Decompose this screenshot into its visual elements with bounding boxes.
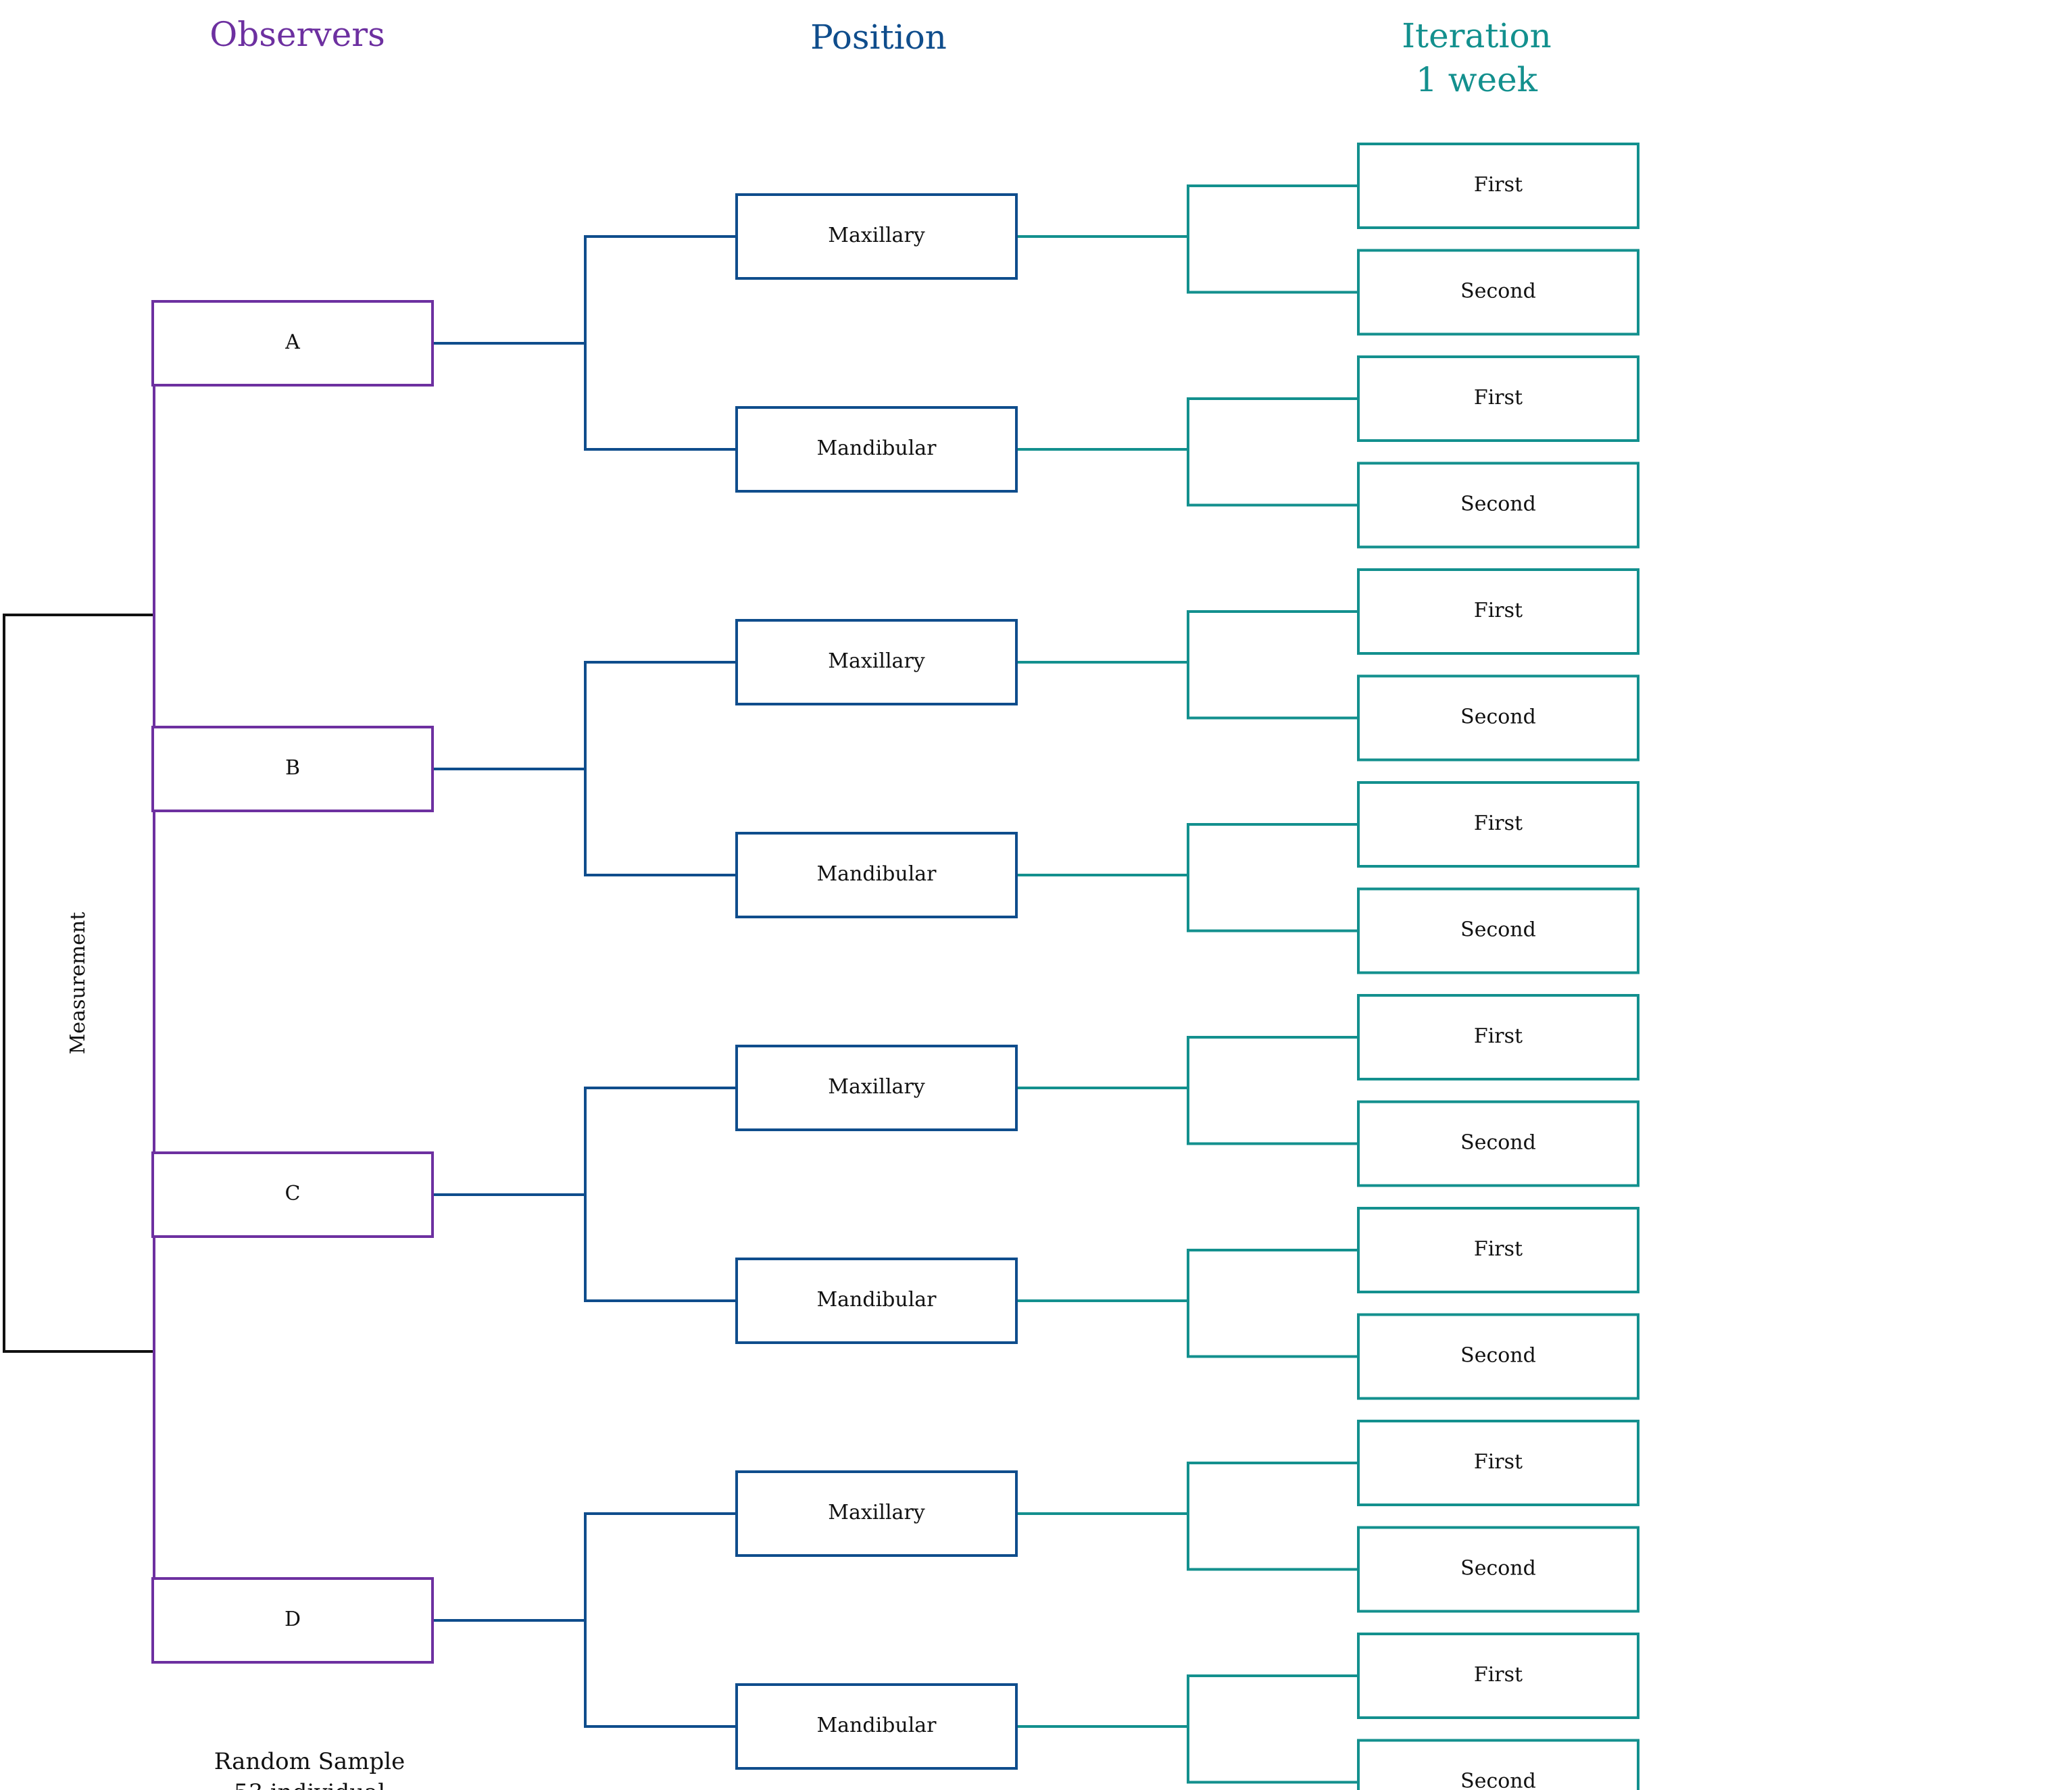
observer-d-maxillary-node: Maxillary — [735, 1470, 1018, 1557]
observer-d-mandibular-node-label: Mandibular — [816, 1714, 937, 1737]
observer-d-maxillary-iteration-second-node-label: Second — [1460, 1557, 1536, 1581]
observer-b-mandibular-iteration-first-node-box — [1357, 781, 1639, 868]
iteration-header: Iteration — [1402, 16, 1552, 55]
observer-a-node-box — [151, 300, 434, 387]
position-header: Position — [810, 18, 947, 57]
observer-c-mandibular-iteration-first-node-label: First — [1474, 1237, 1523, 1261]
sample-note-line1: Random Sample — [214, 1748, 405, 1775]
observer-a-maxillary-node-box — [735, 193, 1018, 280]
observer-c-maxillary-node: Maxillary — [735, 1045, 1018, 1131]
observer-a-node: A — [151, 300, 434, 387]
observer-c-node: C — [151, 1151, 434, 1238]
observer-d-maxillary-node-box — [735, 1470, 1018, 1557]
observer-b-maxillary-iteration-second-node-box — [1357, 674, 1639, 762]
observer-b-maxillary-node-label: Maxillary — [828, 649, 925, 673]
observer-a-mandibular-iteration-second-node-label: Second — [1460, 493, 1536, 516]
observer-a-maxillary-iteration-second-node-label: Second — [1460, 280, 1536, 303]
observer-c-mandibular-iteration-second-node-label: Second — [1460, 1344, 1536, 1368]
observer-c-node-box — [151, 1151, 434, 1238]
observer-b-mandibular-iteration-second-node-label: Second — [1460, 918, 1536, 942]
observer-c-maxillary-iteration-second-node: Second — [1357, 1100, 1639, 1187]
observer-c-maxillary-iteration-first-node-box — [1357, 994, 1639, 1080]
observer-b-mandibular-iteration-first-node: First — [1357, 781, 1639, 868]
observer-c-maxillary-node-label: Maxillary — [828, 1075, 925, 1099]
observers-header: Observers — [209, 15, 385, 54]
observer-c-maxillary-iteration-second-node-box — [1357, 1100, 1639, 1187]
observer-d-mandibular-iteration-first-node-box — [1357, 1633, 1639, 1719]
observer-b-maxillary-iteration-second-node: Second — [1357, 674, 1639, 762]
observer-c-mandibular-node: Mandibular — [735, 1258, 1018, 1344]
observer-d-mandibular-iteration-first-node-label: First — [1474, 1663, 1523, 1687]
iteration-interval-header: 1 week — [1416, 60, 1538, 99]
observer-c-mandibular-iteration-second-node-box — [1357, 1313, 1639, 1400]
observer-d-node: D — [151, 1577, 434, 1664]
observer-a-maxillary-iteration-first-node-box — [1357, 143, 1639, 229]
connector-lines — [153, 184, 1360, 1784]
observer-b-mandibular-iteration-first-node-label: First — [1474, 812, 1523, 835]
observer-c-mandibular-iteration-second-node: Second — [1357, 1313, 1639, 1400]
sample-note-line2: 53 individual — [234, 1779, 385, 1790]
observer-a-mandibular-iteration-first-node-box — [1357, 355, 1639, 442]
observer-c-maxillary-iteration-first-node-label: First — [1474, 1024, 1523, 1048]
observer-c-mandibular-iteration-first-node: First — [1357, 1207, 1639, 1293]
root-node: Measurement — [3, 614, 155, 1353]
observer-d-maxillary-iteration-first-node: First — [1357, 1420, 1639, 1506]
observer-d-mandibular-node-box — [735, 1683, 1018, 1770]
observer-b-mandibular-node: Mandibular — [735, 832, 1018, 918]
observer-a-mandibular-node-label: Mandibular — [816, 437, 937, 460]
tree-nodes: AMaxillaryFirstSecondMandibularFirstSeco… — [151, 143, 1639, 1790]
observer-b-maxillary-iteration-first-node-label: First — [1474, 599, 1523, 622]
observer-b-mandibular-iteration-second-node-box — [1357, 887, 1639, 974]
observer-c-mandibular-node-box — [735, 1258, 1018, 1344]
observer-d-maxillary-iteration-first-node-label: First — [1474, 1450, 1523, 1474]
observer-a-mandibular-node: Mandibular — [735, 406, 1018, 493]
observer-d-mandibular-node: Mandibular — [735, 1683, 1018, 1770]
observer-c-mandibular-node-label: Mandibular — [816, 1288, 937, 1312]
observer-a-maxillary-iteration-first-node: First — [1357, 143, 1639, 229]
observer-a-maxillary-node-label: Maxillary — [828, 224, 925, 247]
observer-b-maxillary-iteration-first-node-box — [1357, 568, 1639, 655]
observer-a-maxillary-iteration-second-node-box — [1357, 249, 1639, 336]
observer-c-maxillary-iteration-first-node: First — [1357, 994, 1639, 1080]
observer-d-maxillary-node-label: Maxillary — [828, 1501, 925, 1524]
observer-a-mandibular-iteration-first-node-label: First — [1474, 386, 1523, 409]
observer-b-maxillary-node-box — [735, 619, 1018, 705]
observer-a-mandibular-node-box — [735, 406, 1018, 493]
observer-d-node-box — [151, 1577, 434, 1664]
observer-d-mandibular-iteration-first-node: First — [1357, 1633, 1639, 1719]
root-label: Measurement — [66, 912, 90, 1055]
observer-b-mandibular-iteration-second-node: Second — [1357, 887, 1639, 974]
observer-a-node-label: A — [285, 330, 300, 354]
observer-b-maxillary-iteration-second-node-label: Second — [1460, 705, 1536, 729]
observer-c-maxillary-node-box — [735, 1045, 1018, 1131]
observer-a-maxillary-iteration-second-node: Second — [1357, 249, 1639, 336]
observer-b-node: B — [151, 726, 434, 812]
observer-a-mandibular-iteration-second-node: Second — [1357, 462, 1639, 549]
observer-c-node-label: C — [285, 1182, 301, 1205]
observer-b-node-label: B — [285, 756, 300, 780]
observer-c-mandibular-iteration-first-node-box — [1357, 1207, 1639, 1293]
observer-d-maxillary-iteration-second-node: Second — [1357, 1526, 1639, 1613]
observer-d-mandibular-iteration-second-node: Second — [1357, 1739, 1639, 1790]
observer-a-maxillary-node: Maxillary — [735, 193, 1018, 280]
observer-b-mandibular-node-box — [735, 832, 1018, 918]
observer-a-mandibular-iteration-first-node: First — [1357, 355, 1639, 442]
observer-d-maxillary-iteration-second-node-box — [1357, 1526, 1639, 1613]
observer-d-mandibular-iteration-second-node-label: Second — [1460, 1770, 1536, 1790]
observer-a-maxillary-iteration-first-node-label: First — [1474, 173, 1523, 197]
observer-b-maxillary-node: Maxillary — [735, 619, 1018, 705]
observer-c-maxillary-iteration-second-node-label: Second — [1460, 1131, 1536, 1155]
observer-d-node-label: D — [285, 1608, 301, 1631]
observer-b-mandibular-node-label: Mandibular — [816, 862, 937, 886]
observer-b-node-box — [151, 726, 434, 812]
observer-a-mandibular-iteration-second-node-box — [1357, 462, 1639, 549]
observer-b-maxillary-iteration-first-node: First — [1357, 568, 1639, 655]
observer-d-maxillary-iteration-first-node-box — [1357, 1420, 1639, 1506]
observer-d-mandibular-iteration-second-node-box — [1357, 1739, 1639, 1790]
